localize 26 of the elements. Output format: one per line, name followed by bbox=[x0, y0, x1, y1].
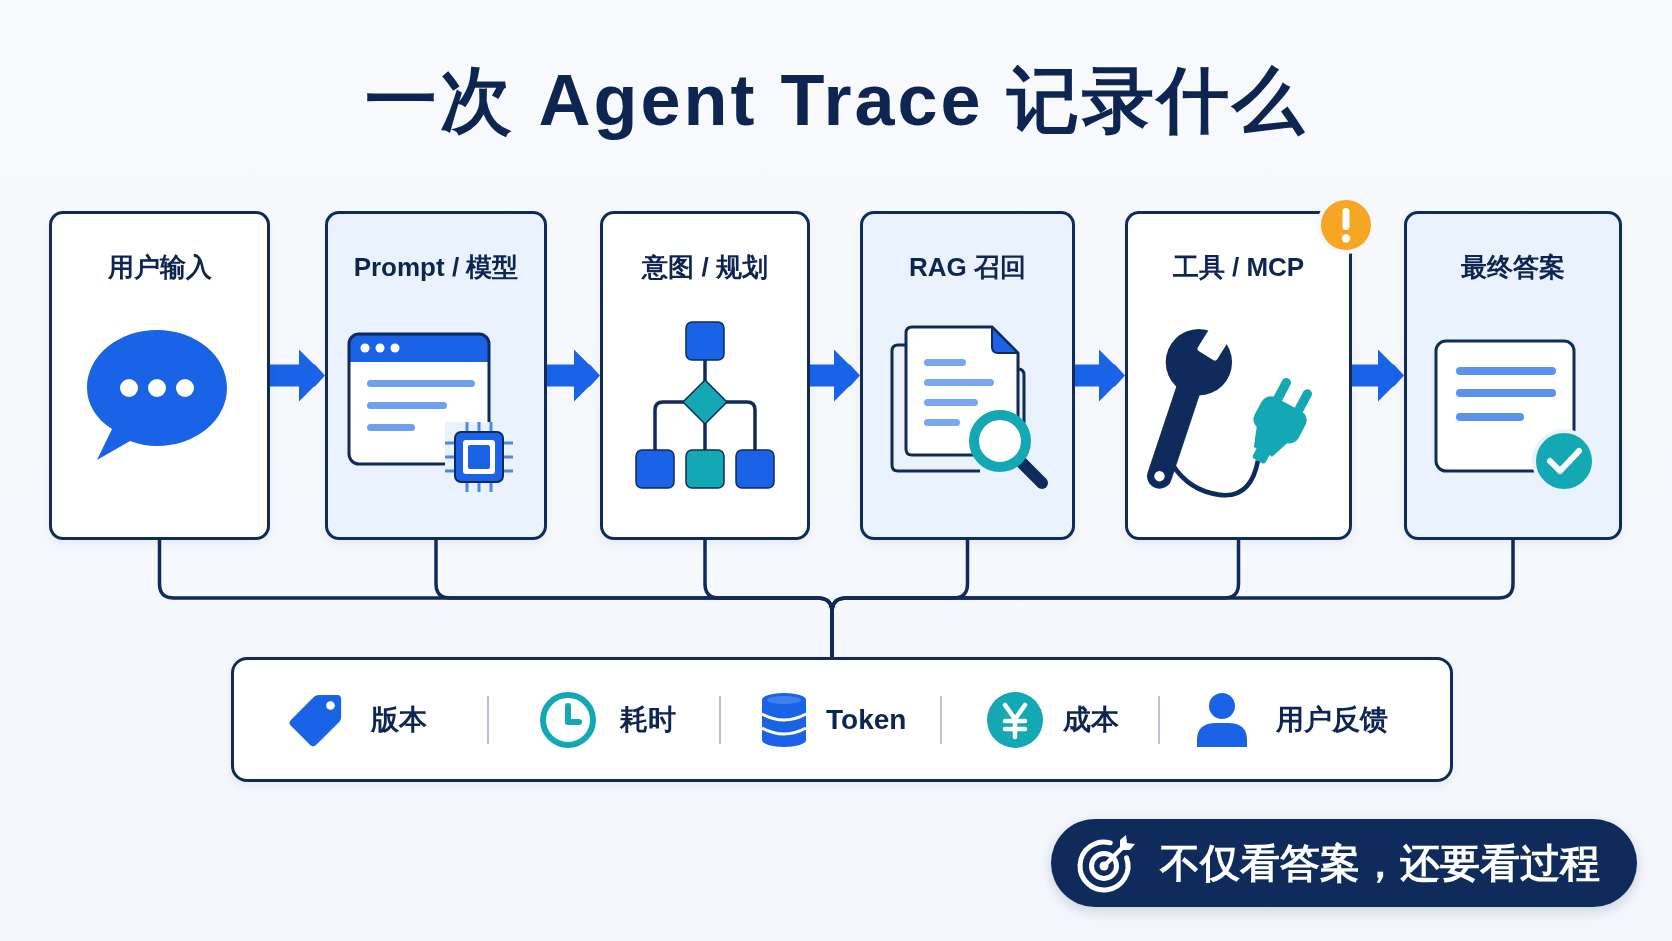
arrow bbox=[547, 349, 600, 402]
metric-label: 成本 bbox=[1063, 702, 1119, 737]
stage-card bbox=[600, 211, 810, 540]
stage-card bbox=[49, 211, 270, 540]
card-title: Prompt / 模型 bbox=[352, 251, 520, 283]
stage-card bbox=[1125, 211, 1352, 540]
metric-label: 用户反馈 bbox=[1276, 702, 1388, 737]
summary-banner bbox=[1051, 819, 1637, 907]
metric-label: 耗时 bbox=[620, 702, 676, 737]
card-title: 用户输入 bbox=[106, 251, 213, 283]
stage-card bbox=[1404, 211, 1622, 540]
arrow bbox=[1352, 349, 1404, 402]
arrow bbox=[270, 349, 325, 402]
title: 一次 Agent Trace 记录什么 bbox=[364, 62, 1308, 138]
arrow bbox=[1075, 349, 1125, 402]
card-title: RAG 召回 bbox=[908, 251, 1027, 283]
trace-record-panel bbox=[231, 657, 1453, 782]
stage-card bbox=[860, 211, 1075, 540]
metric-label: 版本 bbox=[371, 702, 427, 737]
card-title: 最终答案 bbox=[1460, 251, 1566, 283]
stage-card bbox=[325, 211, 547, 540]
metric-label: Token bbox=[826, 702, 907, 737]
arrow bbox=[810, 349, 860, 402]
card-title: 工具 / MCP bbox=[1171, 251, 1306, 283]
card-title: 意图 / 规划 bbox=[640, 251, 769, 283]
banner-text: 不仅看答案，还要看过程 bbox=[1160, 840, 1600, 887]
